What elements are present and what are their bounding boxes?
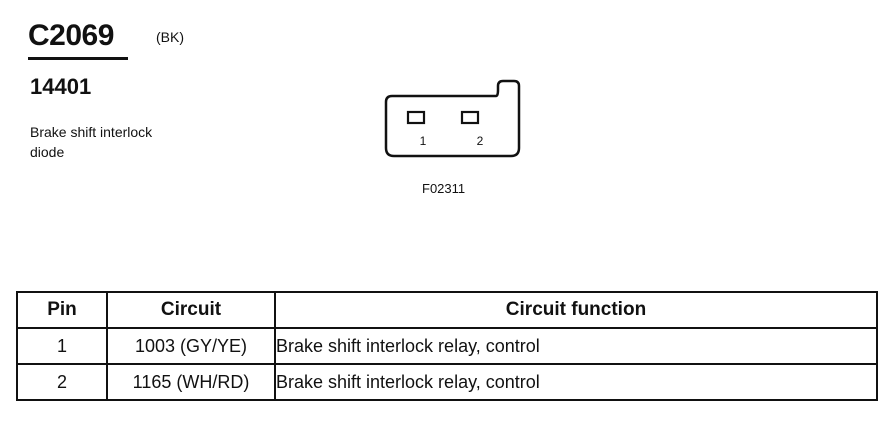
part-number: 14401 [30,74,92,99]
header-circuit-function: Circuit function [274,291,878,329]
header-pin: Pin [16,291,108,329]
function-cell: Brake shift interlock relay, control [274,363,878,401]
connector-id: C2069 [28,19,114,52]
function-cell: Brake shift interlock relay, control [274,327,878,365]
connector-id-underline [28,57,128,60]
table-header-row: Pin Circuit Circuit function [16,291,878,329]
table-row: 1 1003 (GY/YE) Brake shift interlock rel… [16,327,878,365]
pin-cell: 2 [16,363,108,401]
pin-1-label: 1 [420,134,427,148]
connector-color: (BK) [156,29,184,45]
connector-face-diagram: 1 2 [384,79,521,158]
header-circuit: Circuit [106,291,276,329]
pin-cell: 1 [16,327,108,365]
connector-housing-outline [384,79,521,158]
pin-1-cavity [406,110,426,125]
pin-2-cavity [460,110,480,125]
description-line-1: Brake shift interlock [30,124,153,140]
description-line-2: diode [30,144,65,160]
connector-description: Brake shift interlock diode [30,122,210,162]
pinout-table: Pin Circuit Circuit function 1 1003 (GY/… [16,291,878,401]
circuit-cell: 1003 (GY/YE) [106,327,276,365]
circuit-cell: 1165 (WH/RD) [106,363,276,401]
table-row: 2 1165 (WH/RD) Brake shift interlock rel… [16,363,878,401]
pin-2-label: 2 [477,134,484,148]
figure-code: F02311 [422,181,466,196]
